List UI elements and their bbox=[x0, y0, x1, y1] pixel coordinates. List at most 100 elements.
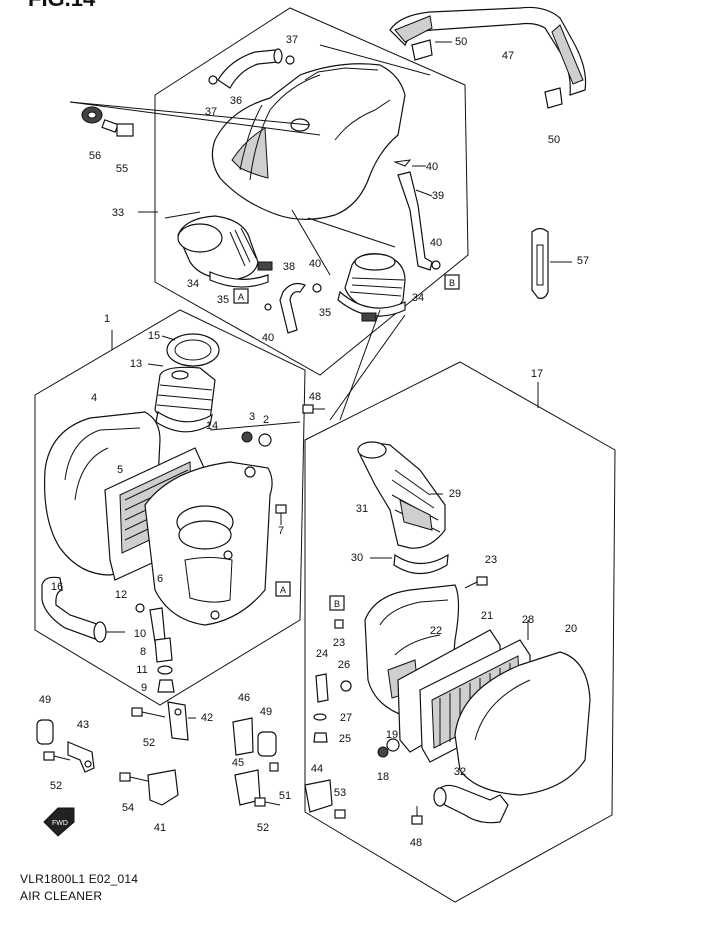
callout-31: 31 bbox=[356, 503, 368, 515]
callout-14: 14 bbox=[206, 420, 218, 432]
callout-11: 11 bbox=[136, 664, 147, 676]
callout-37: 37 bbox=[205, 106, 217, 118]
clip-40-lower bbox=[264, 303, 272, 311]
callout-50: 50 bbox=[455, 36, 467, 48]
crankcase-hose-47 bbox=[389, 6, 587, 96]
clip-27 bbox=[313, 713, 327, 721]
callout-4: 4 bbox=[91, 392, 97, 404]
air-cleaner-cover-20 bbox=[454, 651, 591, 796]
model-code: VLR1800L1 E02_014 bbox=[20, 872, 139, 886]
ref-marker-a-top: A bbox=[233, 288, 249, 304]
ref-marker-b-right: B bbox=[329, 595, 345, 611]
callout-22: 22 bbox=[430, 625, 442, 637]
callout-43: 43 bbox=[77, 719, 89, 731]
bolt-52-left bbox=[43, 751, 71, 761]
callout-23: 23 bbox=[485, 554, 497, 566]
callout-20: 20 bbox=[565, 623, 577, 635]
grommet-56 bbox=[81, 106, 103, 124]
callout-45: 45 bbox=[232, 757, 244, 769]
drain-plug-9 bbox=[157, 679, 175, 693]
callout-30: 30 bbox=[351, 552, 363, 564]
callout-33: 33 bbox=[112, 207, 124, 219]
callout-50: 50 bbox=[548, 134, 560, 146]
callout-15: 15 bbox=[148, 330, 160, 342]
bolt-52-mid bbox=[131, 707, 166, 718]
bracket-57 bbox=[531, 227, 549, 299]
callout-35: 35 bbox=[319, 307, 331, 319]
callout-17: 17 bbox=[531, 368, 543, 380]
callout-40: 40 bbox=[430, 237, 442, 249]
drain-hose-8 bbox=[154, 637, 173, 663]
bolt-51 bbox=[269, 762, 279, 772]
vent-hose-39 bbox=[397, 171, 433, 271]
link-line-upper-right bbox=[329, 314, 406, 421]
bolt-48-top bbox=[302, 404, 325, 414]
callout-6: 6 bbox=[157, 573, 163, 585]
callout-46: 46 bbox=[238, 692, 250, 704]
hose-clamp-50-right bbox=[544, 87, 563, 109]
bracket-44 bbox=[304, 779, 333, 813]
leader-55 bbox=[69, 101, 311, 126]
leader-33-duct bbox=[164, 211, 201, 219]
hose-clamp-37 bbox=[208, 75, 218, 85]
intake-duct-left bbox=[177, 215, 273, 288]
callout-24: 24 bbox=[316, 648, 328, 660]
clip-11 bbox=[157, 665, 173, 675]
callout-55: 55 bbox=[116, 163, 128, 175]
fwd-arrow-icon: FWD bbox=[43, 807, 75, 837]
bolt-53 bbox=[334, 809, 346, 819]
callout-2: 2 bbox=[263, 414, 269, 426]
clip-40-left bbox=[312, 283, 322, 293]
callout-48: 48 bbox=[309, 391, 321, 403]
cushion-49-left bbox=[36, 719, 54, 745]
callout-57: 57 bbox=[577, 255, 589, 267]
callout-10: 10 bbox=[134, 628, 146, 640]
callout-3: 3 bbox=[249, 411, 255, 423]
bolt-54 bbox=[119, 772, 153, 783]
callout-12: 12 bbox=[115, 589, 127, 601]
hose-clamp-50-top bbox=[411, 39, 433, 61]
callout-26: 26 bbox=[338, 659, 350, 671]
callout-8: 8 bbox=[140, 646, 146, 658]
figure-header-fragment: FIG.14 bbox=[28, 0, 96, 11]
callout-5: 5 bbox=[117, 464, 123, 476]
callout-29: 29 bbox=[449, 488, 461, 500]
callout-labels: 37 50 47 37 36 50 56 55 40 39 33 40 57 3… bbox=[39, 34, 589, 849]
svg-text:A: A bbox=[280, 585, 286, 595]
plug-25 bbox=[313, 732, 328, 743]
callout-16: 16 bbox=[51, 581, 63, 593]
bolt-48-bottom bbox=[411, 806, 423, 825]
callout-41: 41 bbox=[154, 822, 166, 834]
callout-48: 48 bbox=[410, 837, 422, 849]
callout-9: 9 bbox=[141, 682, 147, 694]
callout-27: 27 bbox=[340, 712, 352, 724]
bolt-23-top bbox=[464, 576, 488, 589]
hose-24 bbox=[315, 673, 329, 703]
collar-2 bbox=[258, 433, 272, 447]
svg-text:FWD: FWD bbox=[52, 820, 68, 827]
callout-52: 52 bbox=[257, 822, 269, 834]
hidden-line-upper-b bbox=[307, 217, 396, 248]
drain-hose-32 bbox=[433, 784, 509, 824]
link-line-upper-right-2 bbox=[339, 309, 381, 421]
left-assembly-frame bbox=[34, 309, 306, 706]
callout-34: 34 bbox=[412, 292, 424, 304]
callout-39: 39 bbox=[432, 190, 444, 202]
cushion-3 bbox=[241, 431, 253, 443]
bolt-7 bbox=[275, 504, 287, 525]
bracket-46 bbox=[232, 717, 254, 756]
callout-40: 40 bbox=[309, 258, 321, 270]
bracket-42 bbox=[167, 701, 189, 741]
clip-40-bottom bbox=[431, 260, 441, 270]
clip-40-top bbox=[393, 159, 412, 167]
air-cleaner-case-6 bbox=[144, 461, 273, 626]
duct-ring-31 bbox=[357, 441, 387, 459]
callout-32: 32 bbox=[454, 766, 466, 778]
collar-18 bbox=[377, 746, 389, 758]
callout-13: 13 bbox=[130, 358, 142, 370]
callout-7: 7 bbox=[278, 525, 284, 537]
leader-13 bbox=[147, 363, 164, 367]
callout-49: 49 bbox=[260, 706, 272, 718]
leader-2-3 bbox=[209, 421, 301, 431]
